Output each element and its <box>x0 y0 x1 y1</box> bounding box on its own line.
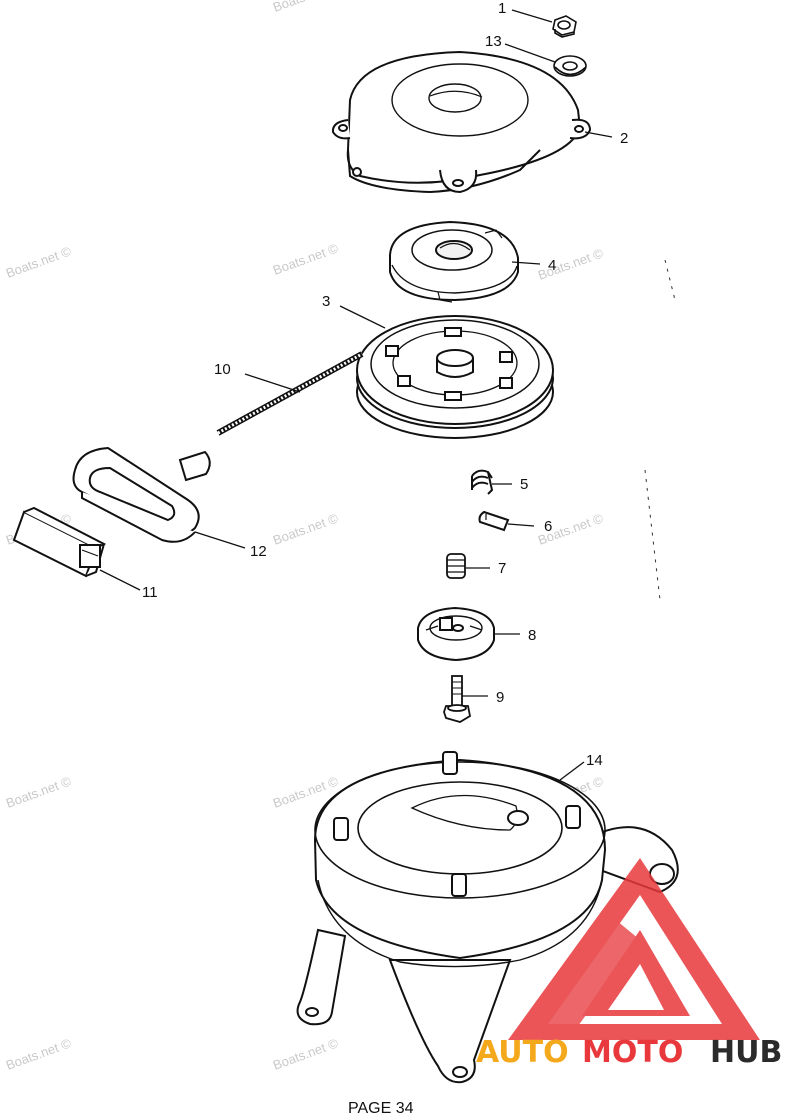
part-14-housing[interactable] <box>296 751 679 1084</box>
callout-13: 13 <box>485 33 502 50</box>
leader-lines <box>99 9 613 781</box>
dashed-guide-line <box>664 259 676 301</box>
automotohub-logo: AUTO MOTO HUB <box>476 858 782 1070</box>
callout-14: 14 <box>586 752 603 769</box>
logo-triangle-mark <box>508 858 760 1040</box>
logo-word-hub: HUB <box>710 1035 782 1070</box>
part-1-nut[interactable] <box>552 15 577 38</box>
part-8-retainer[interactable] <box>417 606 495 662</box>
part-7-spring[interactable] <box>446 553 466 579</box>
callout-6: 6 <box>544 518 552 535</box>
watermark: Boats.net © <box>4 773 74 811</box>
watermark: Boats.net © <box>271 0 341 15</box>
part-6-pawl[interactable] <box>478 510 510 532</box>
watermark: Boats.net © <box>536 245 606 283</box>
callout-2: 2 <box>620 130 628 147</box>
callout-7: 7 <box>498 560 506 577</box>
part-12-handle[interactable] <box>72 446 211 543</box>
page-label: PAGE 34 <box>348 1100 414 1117</box>
part-2-cover[interactable] <box>331 50 592 194</box>
part-10-rope[interactable] <box>216 351 364 436</box>
watermark: Boats.net © <box>271 240 341 278</box>
watermark: Boats.net © <box>4 1035 74 1073</box>
watermark: Boats.net © <box>4 243 74 281</box>
callout-10: 10 <box>214 361 231 378</box>
callout-8: 8 <box>528 627 536 644</box>
part-3-pulley[interactable] <box>356 315 554 439</box>
callout-12: 12 <box>250 543 267 560</box>
part-9-bolt[interactable] <box>443 675 472 723</box>
callout-4: 4 <box>548 257 556 274</box>
callout-9: 9 <box>496 689 504 706</box>
dashed-guide-line <box>644 469 661 601</box>
watermark: Boats.net © <box>271 1035 341 1073</box>
callout-3: 3 <box>322 293 330 310</box>
part-11-anchor[interactable] <box>12 506 107 578</box>
logo-word-auto: AUTO <box>476 1035 569 1070</box>
callout-11: 11 <box>142 584 158 601</box>
part-13-washer[interactable] <box>553 55 587 77</box>
callout-5: 5 <box>520 476 528 493</box>
callout-1: 1 <box>498 0 506 17</box>
part-5-spring[interactable] <box>471 469 494 495</box>
logo-word-moto: MOTO <box>582 1035 683 1070</box>
watermark: Boats.net © <box>271 510 341 548</box>
part-4-spring-housing[interactable] <box>389 220 519 303</box>
